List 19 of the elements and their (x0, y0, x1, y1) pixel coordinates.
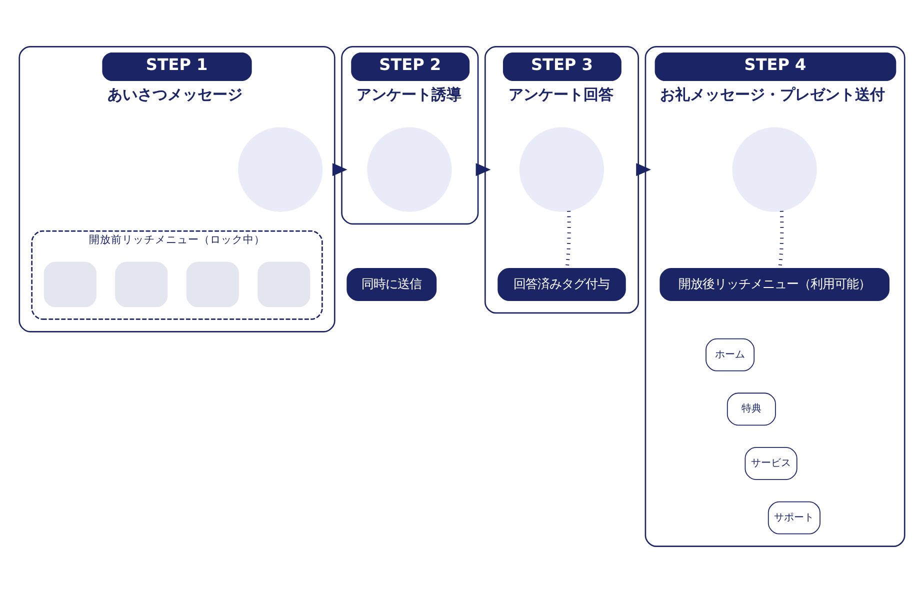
cluster: 開放前リッチメニュー（ロック中） (31, 230, 323, 320)
node-box (115, 261, 168, 307)
node-box: サービス (744, 446, 798, 480)
node-circle (519, 126, 604, 212)
node-box (44, 261, 96, 307)
node-box: 特典 (726, 392, 776, 426)
node-box: ホーム (706, 338, 755, 371)
node-circle (732, 126, 817, 212)
node-box: サポート (768, 500, 820, 534)
connector (778, 210, 784, 268)
node-box (186, 261, 239, 307)
arrow (476, 162, 491, 176)
arrow (332, 162, 348, 176)
cluster: STEP 2 アンケート誘導 (341, 46, 479, 224)
connector (565, 210, 571, 268)
node-box: 同時に送信 (346, 268, 437, 300)
node-box: 回答済みタグ付与 (498, 268, 626, 300)
node-box (258, 261, 310, 307)
node-box: 開放後リッチメニュー（利用可能） (660, 268, 890, 300)
